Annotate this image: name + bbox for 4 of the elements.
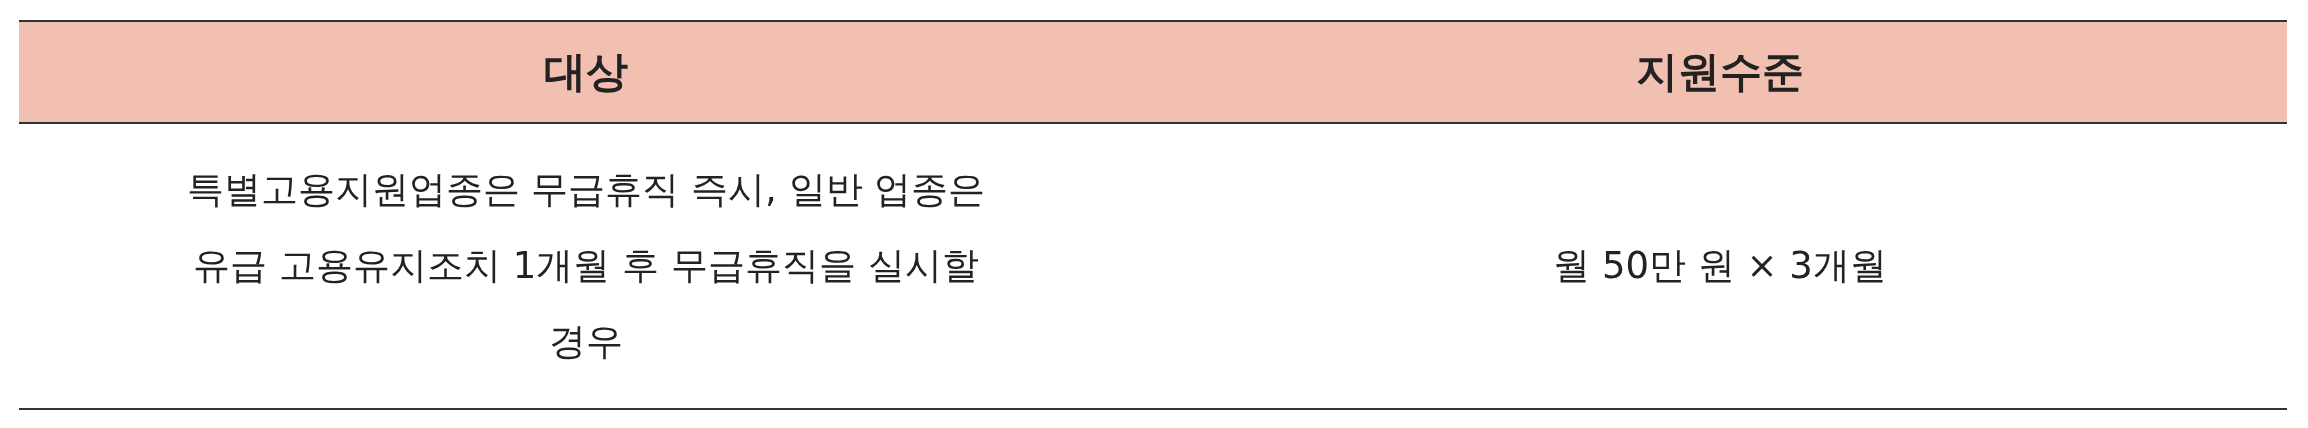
support-amount-text: 월 50만 원 × 3개월 bbox=[1553, 244, 1887, 287]
column-header: 지원수준 bbox=[1153, 21, 2287, 123]
eligibility-text: 특별고용지원업종은 무급휴직 즉시, 일반 업종은 유급 고용유지조치 1개월 후 무급휴직을 실시할 경우 bbox=[185, 167, 987, 365]
column-header: 대상 bbox=[19, 21, 1153, 123]
